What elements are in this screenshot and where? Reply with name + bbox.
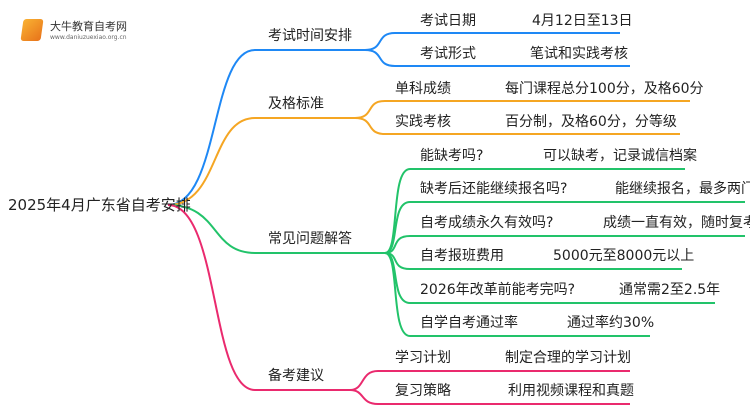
node-value: 4月12日至13日 bbox=[532, 13, 633, 29]
branch-faq: 常见问题解答 bbox=[268, 231, 352, 247]
node-key: 单科成绩 bbox=[395, 81, 451, 97]
node-value: 成绩一直有效，随时复考 bbox=[603, 215, 750, 231]
branch-lines-exam-time bbox=[167, 32, 630, 206]
logo-name: 大牛教育自考网 bbox=[50, 20, 127, 33]
node-value: 百分制，及格60分，分等级 bbox=[505, 114, 677, 130]
node-key: 自考成绩永久有效吗? bbox=[420, 215, 554, 231]
node-value: 能继续报名，最多两门 bbox=[615, 181, 750, 197]
node-value: 制定合理的学习计划 bbox=[505, 350, 631, 366]
node-key: 实践考核 bbox=[395, 114, 451, 130]
node-key: 自考报班费用 bbox=[420, 248, 504, 264]
logo-url: www.daniuzuexiao.org.cn bbox=[50, 34, 127, 41]
node-value: 可以缺考，记录诚信档案 bbox=[543, 148, 697, 164]
branch-pass-standard: 及格标准 bbox=[268, 96, 324, 112]
node-key: 复习策略 bbox=[395, 383, 451, 399]
node-value: 通过率约30% bbox=[567, 315, 655, 331]
branch-prep: 备考建议 bbox=[268, 368, 324, 384]
node-value: 笔试和实践考核 bbox=[530, 46, 628, 62]
node-key: 能缺考吗? bbox=[420, 148, 484, 164]
node-value: 每门课程总分100分，及格60分 bbox=[505, 81, 704, 97]
branch-exam-time: 考试时间安排 bbox=[268, 28, 352, 44]
node-key: 自学自考通过率 bbox=[420, 315, 518, 331]
node-value: 通常需2至2.5年 bbox=[619, 282, 721, 298]
branch-lines-faq bbox=[167, 168, 745, 337]
logo: 大牛教育自考网 www.daniuzuexiao.org.cn bbox=[20, 18, 127, 41]
branch-lines-pass-standard bbox=[167, 100, 690, 206]
book-icon bbox=[20, 18, 44, 41]
node-value: 5000元至8000元以上 bbox=[553, 248, 695, 264]
node-key: 2026年改革前能考完吗? bbox=[420, 282, 576, 298]
node-key: 考试日期 bbox=[420, 13, 476, 29]
node-value: 利用视频课程和真题 bbox=[508, 383, 634, 399]
node-key: 学习计划 bbox=[395, 350, 451, 366]
root-node: 2025年4月广东省自考安排 bbox=[8, 196, 191, 214]
node-key: 考试形式 bbox=[420, 46, 476, 62]
node-key: 缺考后还能继续报名吗? bbox=[420, 181, 568, 197]
branch-lines-prep bbox=[167, 204, 630, 405]
